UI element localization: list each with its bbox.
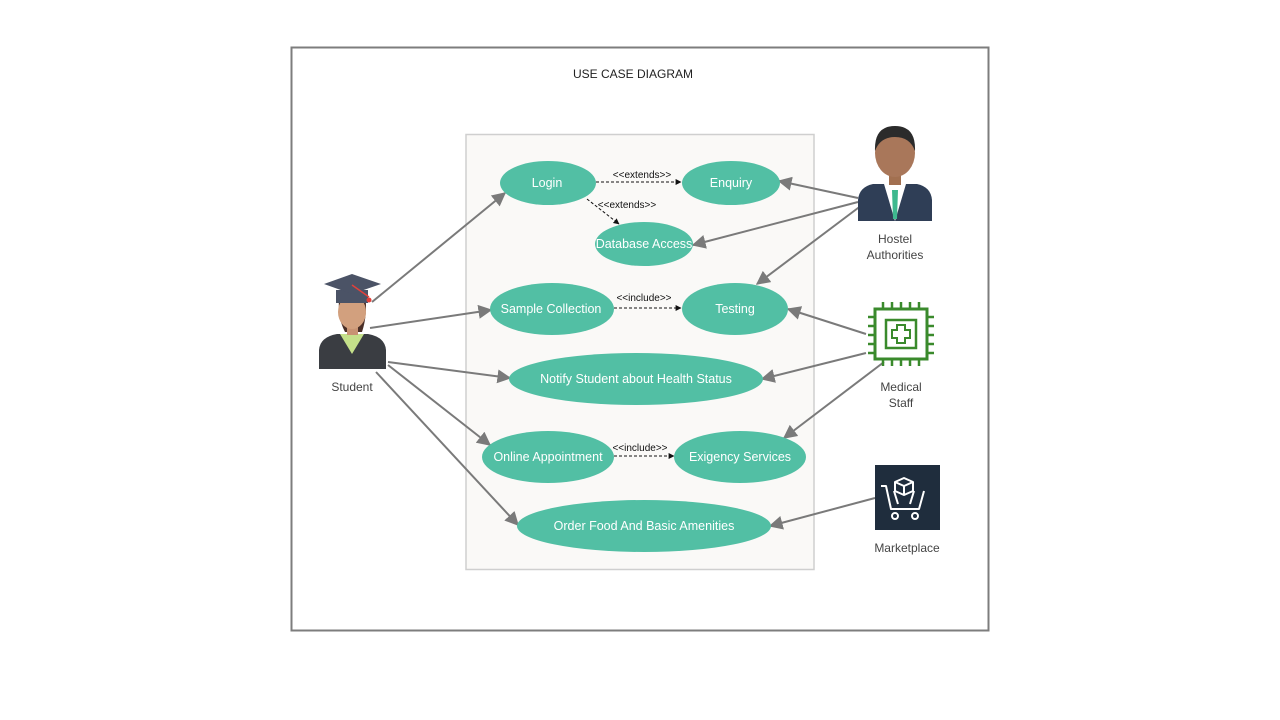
actor-medical-staff[interactable]: Medical Staff — [868, 302, 934, 410]
use-case-order-food[interactable]: Order Food And Basic Amenities — [517, 500, 771, 552]
actor-hostel-authorities[interactable]: Hostel Authorities — [858, 126, 932, 262]
use-case-notify-student-label: Notify Student about Health Status — [540, 372, 732, 386]
hostel-enquiry-arrow — [777, 176, 859, 199]
medical-chip-icon — [868, 302, 934, 366]
use-case-notify-student[interactable]: Notify Student about Health Status — [509, 353, 763, 405]
use-case-enquiry[interactable]: Enquiry — [682, 161, 780, 205]
associations — [369, 176, 885, 530]
actor-marketplace[interactable]: Marketplace — [874, 465, 940, 555]
use-case-enquiry-label: Enquiry — [710, 176, 753, 190]
extends-label-database: <<extends>> — [598, 200, 657, 211]
student-sample-arrow — [369, 304, 493, 329]
hostel-testing-arrow — [755, 204, 863, 285]
extends-label-enquiry: <<extends>> — [613, 170, 672, 181]
system-boundary — [465, 133, 815, 571]
medical-exigency-arrow — [782, 361, 885, 439]
student-notify-arrow — [387, 361, 512, 384]
hostel-database-arrow — [691, 201, 859, 249]
use-case-database-access[interactable]: Database Access — [595, 222, 693, 266]
actor-hostel-label-line2: Authorities — [867, 248, 924, 262]
actor-student-label: Student — [331, 380, 373, 394]
extends-database-line — [586, 198, 620, 225]
use-case-testing[interactable]: Testing — [682, 283, 788, 335]
include-label-exigency: <<include>> — [612, 443, 667, 454]
include-label-testing: <<include>> — [616, 293, 671, 304]
use-case-login-label: Login — [532, 176, 563, 190]
businessman-icon — [858, 126, 932, 221]
actor-medical-label-line2: Staff — [889, 396, 914, 410]
use-case-online-appointment[interactable]: Online Appointment — [482, 431, 614, 483]
use-case-exigency-services[interactable]: Exigency Services — [674, 431, 806, 483]
use-case-sample-collection-label: Sample Collection — [501, 302, 602, 316]
use-case-login[interactable]: Login — [500, 161, 596, 205]
use-case-order-food-label: Order Food And Basic Amenities — [554, 519, 735, 533]
student-food-arrow — [375, 371, 519, 527]
actor-hostel-label-line1: Hostel — [878, 232, 912, 246]
shopping-cart-icon — [875, 465, 940, 530]
actor-marketplace-label: Marketplace — [874, 541, 940, 555]
diagram-title: USE CASE DIAGRAM — [573, 67, 693, 81]
use-case-online-appointment-label: Online Appointment — [493, 450, 603, 464]
dependencies — [586, 179, 682, 459]
student-login-arrow — [371, 192, 507, 303]
medical-notify-arrow — [760, 352, 867, 383]
graduate-student-icon — [319, 274, 386, 369]
use-case-database-access-label: Database Access — [596, 237, 693, 251]
use-case-testing-label: Testing — [715, 302, 755, 316]
use-case-sample-collection[interactable]: Sample Collection — [490, 283, 614, 335]
actor-medical-label-line1: Medical — [880, 380, 921, 394]
marketplace-food-arrow — [768, 497, 876, 530]
student-appointment-arrow — [387, 364, 492, 446]
actor-student[interactable]: Student — [319, 274, 386, 394]
medical-testing-arrow — [786, 306, 867, 335]
use-case-exigency-services-label: Exigency Services — [689, 450, 791, 464]
